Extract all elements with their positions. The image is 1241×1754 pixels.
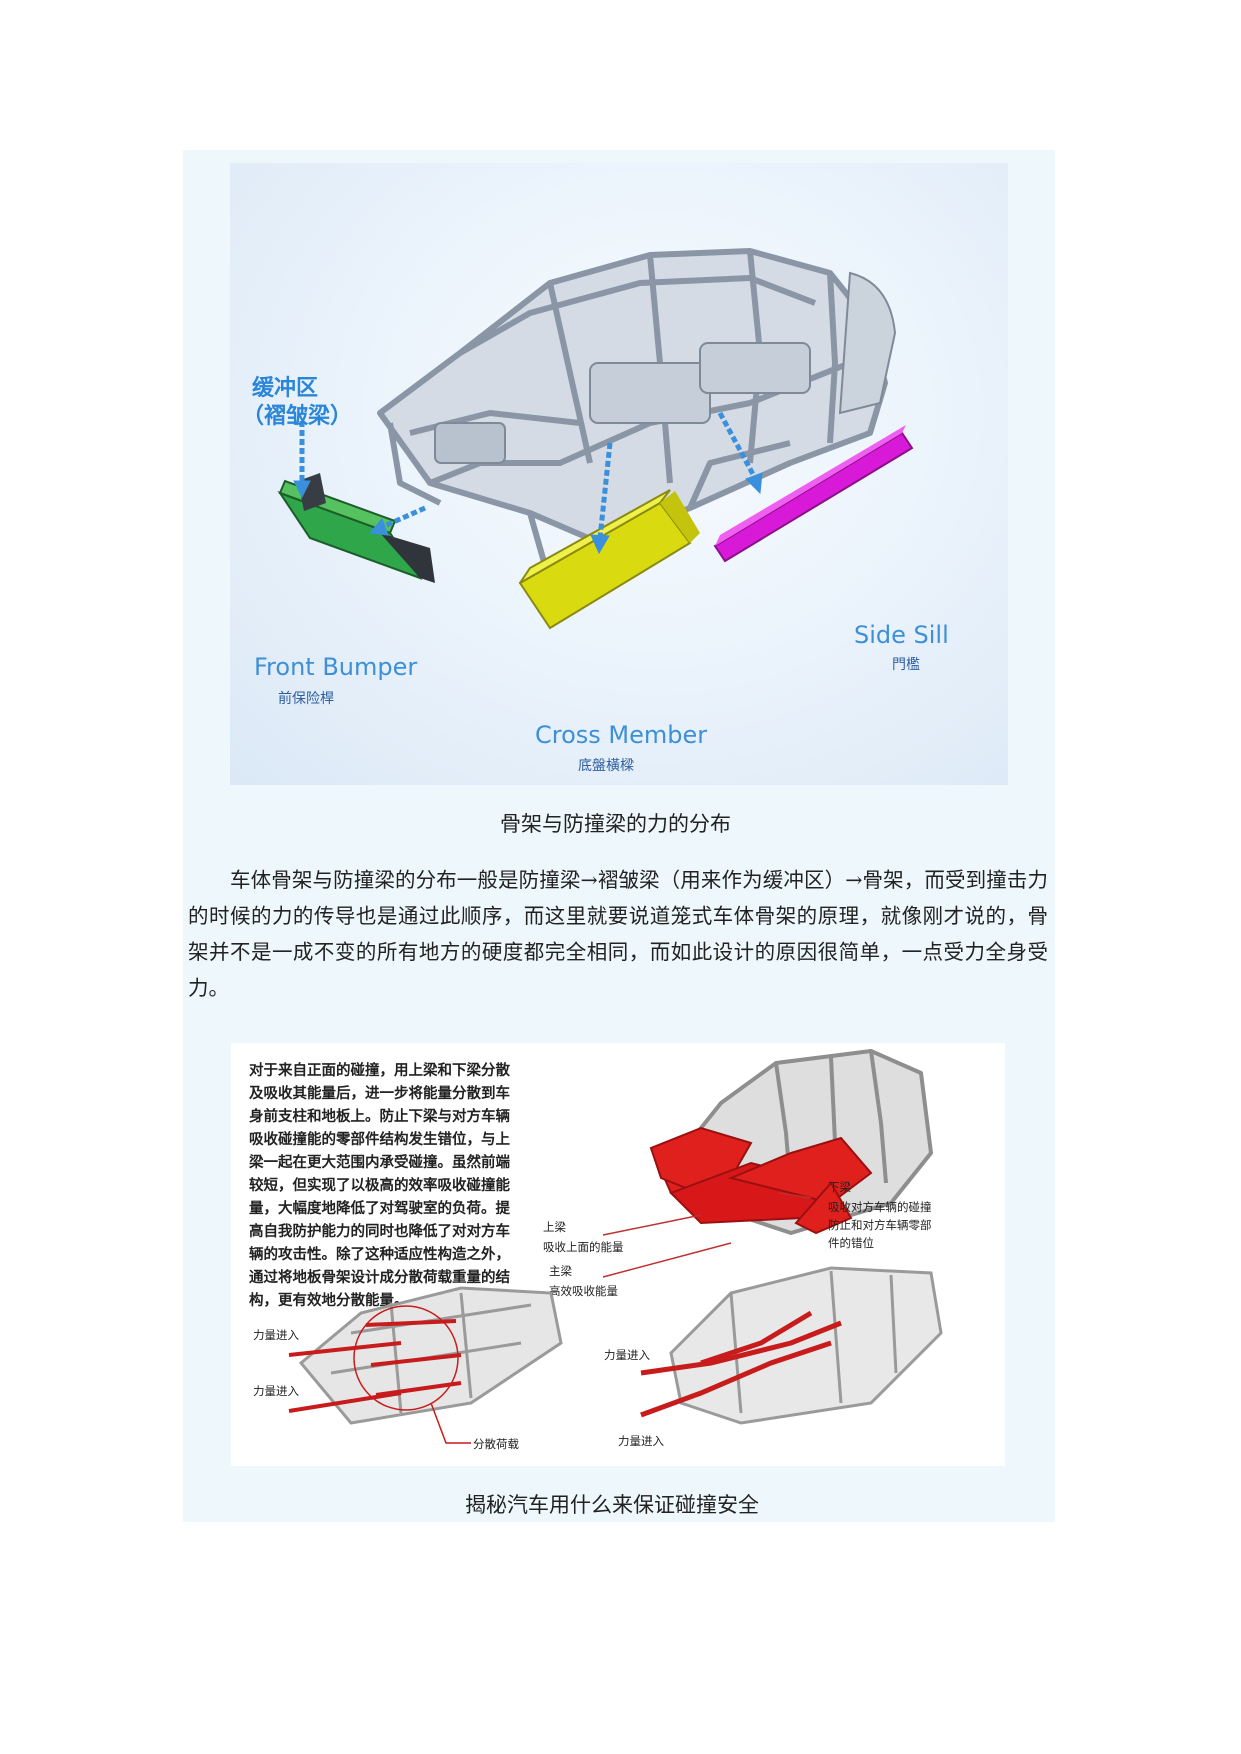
fig2-text-line: 量，大幅度地降低了对驾驶室的负荷。提 bbox=[249, 1199, 510, 1217]
direction-arrows bbox=[293, 411, 763, 555]
car-frame-illustration: 缓冲区 （褶皱梁） Front Bumper 前保险桿 Cross Member… bbox=[242, 248, 949, 774]
bottom-left-force-arrows bbox=[288, 1319, 462, 1413]
force-in-label-2: 力量进入 bbox=[253, 1384, 299, 1398]
main-beam-label: 主梁 bbox=[549, 1264, 572, 1278]
cross-member-label: Cross Member bbox=[535, 721, 707, 749]
figure1-caption: 骨架与防撞梁的力的分布 bbox=[500, 812, 731, 836]
buffer-zone-label: 缓冲区 bbox=[252, 375, 318, 401]
fig2-text-line: 较短，但实现了以极高的效率吸收碰撞能 bbox=[249, 1176, 510, 1194]
fig2-text-line: 高自我防护能力的同时也降低了对对方车 bbox=[249, 1222, 510, 1240]
bottom-left-chassis bbox=[298, 1286, 563, 1425]
figure2-body-text: 对于来自正面的碰撞，用上梁和下梁分散 及吸收其能量后，进一步将能量分散到车 身前… bbox=[248, 1061, 510, 1309]
fig2-text-line: 吸收碰撞能的零部件结构发生错位，与上 bbox=[249, 1130, 510, 1148]
fig2-text-line: 构，更有效地分散能量。 bbox=[249, 1291, 409, 1309]
fig2-text-line: 通过将地板骨架设计成分散荷载重量的结 bbox=[249, 1268, 510, 1286]
lower-beam-desc-3: 件的错位 bbox=[828, 1236, 874, 1250]
side-sill-label: Side Sill bbox=[854, 621, 949, 649]
distributed-load-label: 分散荷载 bbox=[473, 1437, 519, 1451]
fig2-text-line: 及吸收其能量后，进一步将能量分散到车 bbox=[249, 1084, 510, 1102]
fig2-text-line: 身前支柱和地板上。防止下梁与对方车辆 bbox=[249, 1107, 510, 1125]
force-in-label: 力量进入 bbox=[253, 1328, 299, 1342]
lower-beam-desc-1: 吸收对方车辆的碰撞 bbox=[828, 1200, 932, 1214]
buffer-zone-sub-label: （褶皱梁） bbox=[242, 403, 352, 429]
side-sill-cn-label: 門檻 bbox=[892, 656, 920, 673]
force-in-label-3: 力量进入 bbox=[604, 1348, 650, 1362]
front-bumper-label: Front Bumper bbox=[254, 653, 417, 681]
red-beam-structure bbox=[649, 1126, 873, 1235]
front-bumper-cn-label: 前保险桿 bbox=[278, 690, 334, 707]
upper-beam-label: 上梁 bbox=[543, 1220, 566, 1234]
callout-lines bbox=[602, 1192, 812, 1278]
body-paragraph: 车体骨架与防撞梁的分布一般是防撞梁→褶皱梁（用来作为缓冲区）→骨架，而受到撞击力… bbox=[188, 862, 1048, 1006]
crash-safety-figure: 对于来自正面的碰撞，用上梁和下梁分散 及吸收其能量后，进一步将能量分散到车 身前… bbox=[231, 1043, 1005, 1466]
side-sill-part bbox=[713, 425, 914, 563]
bottom-right-force-arrows bbox=[640, 1310, 842, 1418]
crash-safety-illustration: 对于来自正面的碰撞，用上梁和下梁分散 及吸收其能量后，进一步将能量分散到车 身前… bbox=[248, 1049, 943, 1451]
distributed-load-circle bbox=[353, 1305, 459, 1411]
figure2-caption: 揭秘汽车用什么来保证碰撞安全 bbox=[465, 1493, 759, 1517]
upper-beam-desc: 吸收上面的能量 bbox=[543, 1240, 624, 1254]
paragraph-text: 车体骨架与防撞梁的分布一般是防撞梁→褶皱梁（用来作为缓冲区）→骨架，而受到撞击力… bbox=[188, 868, 1048, 1000]
force-in-label-4: 力量进入 bbox=[618, 1434, 664, 1448]
lower-beam-desc-2: 防止和对方车辆零部 bbox=[828, 1218, 932, 1232]
main-beam-desc: 高效吸收能量 bbox=[549, 1284, 618, 1298]
fig2-text-line: 辆的攻击性。除了这种适应性构造之外， bbox=[249, 1245, 510, 1263]
fig2-text-line: 对于来自正面的碰撞，用上梁和下梁分散 bbox=[249, 1061, 510, 1079]
lower-beam-label: 下梁 bbox=[828, 1180, 851, 1194]
cross-member-cn-label: 底盤橫樑 bbox=[578, 758, 634, 774]
bottom-right-chassis bbox=[669, 1266, 943, 1425]
car-frame-figure: 缓冲区 （褶皱梁） Front Bumper 前保险桿 Cross Member… bbox=[230, 163, 1008, 785]
fig2-text-line: 梁一起在更大范围内承受碰撞。虽然前端 bbox=[248, 1153, 510, 1171]
